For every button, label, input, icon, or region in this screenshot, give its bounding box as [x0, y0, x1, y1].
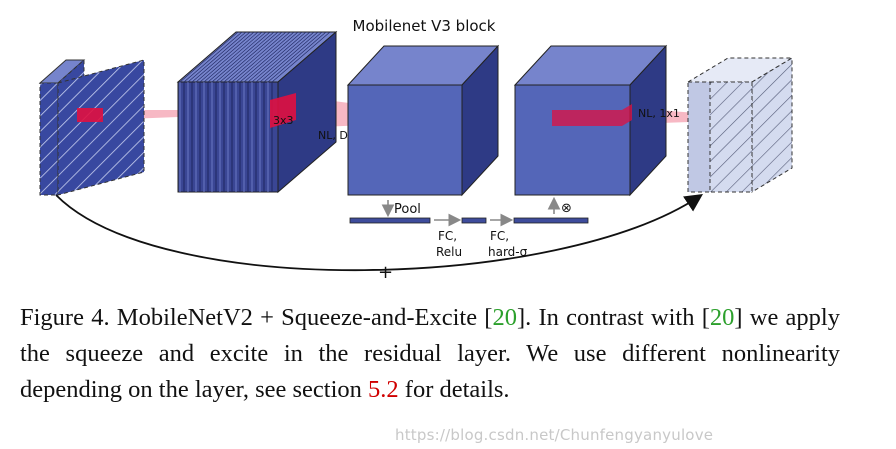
fc2-label-line2: hard-σ	[488, 245, 528, 259]
expansion-slice-top-edge	[255, 31, 315, 83]
diagram-title: Mobilenet V3 block	[353, 17, 496, 35]
expansion-slice-top-edge	[267, 31, 327, 83]
nl-1x1-label: NL, 1x1	[638, 107, 680, 120]
input-highlight-patch	[77, 108, 103, 122]
expansion-slice-top-edge	[235, 31, 295, 83]
expansion-slice-top-edge	[187, 31, 247, 83]
expansion-slice-top-edge	[179, 31, 239, 83]
expansion-slice-top-edge	[243, 31, 303, 83]
figure-caption: Figure 4. MobileNetV2 + Squeeze-and-Exci…	[20, 300, 840, 408]
residual-add-symbol: +	[378, 262, 393, 283]
projection-highlight	[552, 104, 632, 126]
expansion-slice-top-edge	[207, 31, 267, 83]
expansion-slice-top-edge	[227, 31, 287, 83]
expansion-slice-top-edge	[251, 31, 311, 83]
citation-link[interactable]: 20	[709, 304, 735, 331]
expansion-slice-top-edge	[195, 31, 255, 83]
expansion-slice-top-edge	[223, 31, 283, 83]
expansion-slice-top-edge	[259, 31, 319, 83]
source-watermark: https://blog.csdn.net/Chunfengyanyulove	[395, 426, 714, 444]
expansion-slice-top-edge	[231, 31, 291, 83]
mobilenet-v3-block-diagram: Mobilenet V3 block 3x3 NL, Dwise NL, 1x1	[38, 17, 794, 283]
expansion-slice-top-edge	[183, 31, 243, 83]
expansion-slice-top-edge	[263, 31, 323, 83]
expansion-slice-top-edge	[215, 31, 275, 83]
expansion-slices	[179, 31, 331, 192]
depthwise-layer-block	[346, 44, 500, 197]
input-tensor-face	[57, 59, 145, 196]
caption-text-2: ]. In contrast with [	[516, 304, 710, 331]
expansion-layer-block	[176, 30, 338, 194]
expansion-slice-top-edge	[247, 31, 307, 83]
expansion-slice-top-edge	[199, 31, 259, 83]
pooled-vector	[349, 217, 431, 224]
citation-link[interactable]: 20	[492, 304, 517, 331]
fc2-label-line1: FC,	[490, 229, 509, 243]
caption-text-4: for details.	[398, 376, 510, 403]
depthwise-kernel-highlight	[270, 93, 296, 128]
expansion-slice-top-edge	[239, 31, 299, 83]
expansion-slice-top-edge	[203, 31, 263, 83]
pool-label: Pool	[394, 202, 421, 217]
projection-layer-block	[513, 44, 668, 197]
caption-text-3: ] we apply the squeeze and excite in the…	[20, 304, 840, 403]
kernel-size-label: 3x3	[273, 114, 294, 127]
output-tensor-block	[686, 57, 794, 193]
fc1-label-line2: Relu	[436, 245, 462, 259]
multiply-symbol: ⊗	[561, 201, 572, 216]
expansion-slice-top-edge	[191, 31, 251, 83]
section-reference-link[interactable]: 5.2	[368, 376, 399, 403]
expansion-slice-top-edge	[219, 31, 279, 83]
expansion-slice-top-edge	[271, 31, 331, 83]
fc2-vector	[513, 217, 589, 224]
fc1-vector	[461, 217, 487, 224]
caption-text-1: Figure 4. MobileNetV2 + Squeeze-and-Exci…	[20, 304, 493, 331]
residual-connection-arrow	[55, 193, 703, 272]
expansion-slice-top-edge	[211, 31, 271, 83]
fc1-label-line1: FC,	[438, 229, 457, 243]
